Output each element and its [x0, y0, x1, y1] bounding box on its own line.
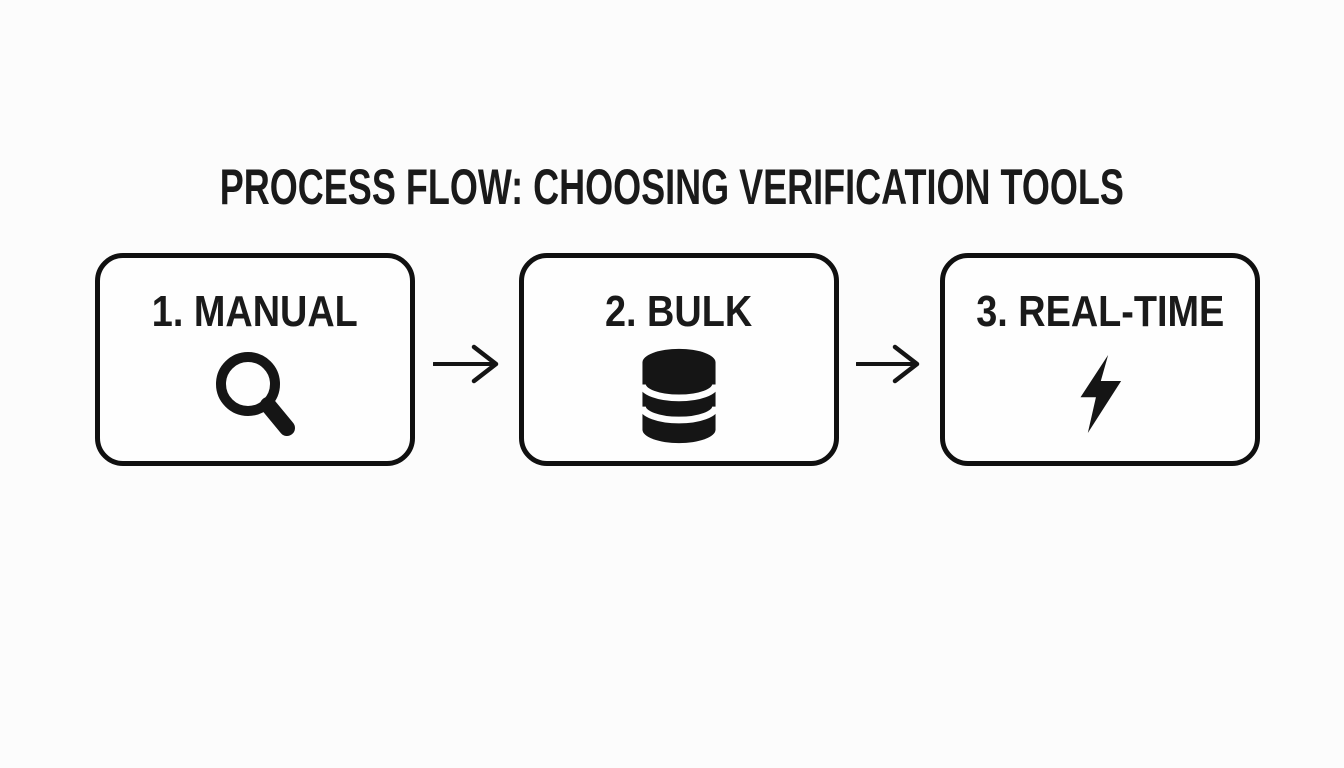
step-label-manual: 1. MANUAL — [151, 287, 359, 336]
step-label-wrap: 3. REAL-TIME — [956, 287, 1244, 336]
magnifier-icon — [207, 346, 303, 444]
lightning-icon — [1074, 346, 1126, 442]
flow-row: 1. MANUAL 2. BULK — [95, 253, 1260, 466]
arrow-right-icon — [432, 342, 501, 386]
step-label-wrap: 2. BULK — [593, 287, 764, 336]
step-label-wrap: 1. MANUAL — [135, 287, 375, 336]
diagram-title: PROCESS FLOW: CHOOSING VERIFICATION TOOL… — [0, 158, 1344, 216]
database-icon — [635, 346, 723, 446]
step-box-manual: 1. MANUAL — [95, 253, 415, 466]
step-box-bulk: 2. BULK — [518, 253, 839, 466]
arrow-right-icon — [856, 342, 922, 386]
diagram-title-text: PROCESS FLOW: CHOOSING VERIFICATION TOOL… — [219, 159, 1125, 215]
step-box-real-time: 3. REAL-TIME — [940, 253, 1260, 466]
step-label-real-time: 3. REAL-TIME — [975, 287, 1225, 336]
step-label-bulk: 2. BULK — [604, 287, 753, 336]
